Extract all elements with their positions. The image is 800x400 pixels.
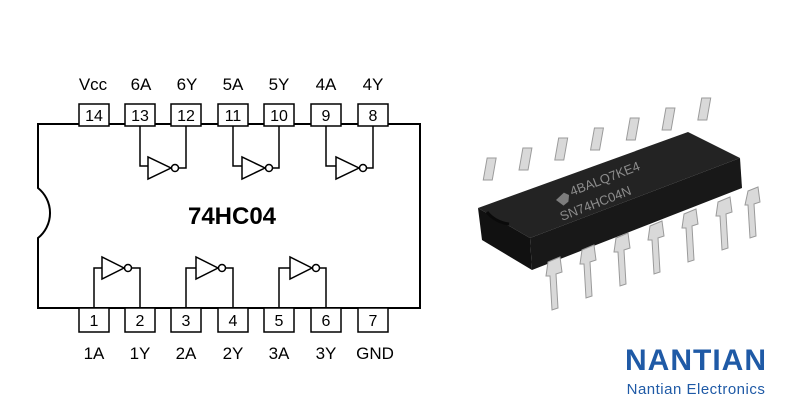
chip-photo: 4BALQ7KE4 SN74HC04N	[478, 97, 761, 311]
pin-number: 4	[229, 313, 238, 330]
pin-number: 12	[177, 108, 195, 125]
pin-number: 7	[369, 313, 378, 330]
pin-11: 5A 11	[217, 75, 249, 127]
chip-body-front	[478, 208, 532, 270]
chip-leads-front	[545, 186, 761, 311]
pin-label: 5A	[223, 75, 244, 94]
pin-label: 4Y	[363, 75, 384, 94]
chip-outline	[37, 123, 421, 309]
top-pins: Vcc 14 6A 13 6Y 12 5A 11 5Y 10 4A 9	[78, 75, 389, 127]
pin-label: GND	[356, 344, 394, 363]
ti-logo	[556, 192, 570, 206]
inverter-gate-3	[278, 255, 327, 308]
inverter-gate-6	[139, 126, 187, 181]
pin-number: 8	[369, 108, 378, 125]
pin-2: 2 1Y	[124, 307, 156, 363]
pin-9: 4A 9	[310, 75, 342, 127]
inverter-gate-2	[185, 255, 234, 308]
inverter-gate-5	[232, 126, 280, 181]
pin-7: 7 GND	[356, 307, 394, 363]
pin-12: 6Y 12	[170, 75, 202, 127]
pin-number: 3	[182, 313, 191, 330]
pin-label: 2Y	[223, 344, 244, 363]
brand-tagline: Nantian Electronics	[627, 381, 766, 398]
chip-notch	[485, 211, 510, 226]
brand-logo: NANTIAN Nantian Electronics	[625, 344, 767, 398]
pin-label: 6Y	[177, 75, 198, 94]
pin-number: 11	[225, 108, 242, 125]
brand-name: NANTIAN	[625, 344, 767, 377]
pin-number: 10	[270, 108, 288, 125]
pin-1: 1 1A	[78, 307, 110, 363]
pin-label: 1A	[84, 344, 105, 363]
chip-leads-back	[482, 97, 712, 181]
chip-body-top	[478, 132, 740, 238]
pin-10: 5Y 10	[263, 75, 295, 127]
pin-label: 3A	[269, 344, 290, 363]
chip-title: 74HC04	[188, 203, 277, 230]
pin-number: 1	[90, 313, 99, 330]
pin-number: 9	[322, 108, 331, 125]
pin-label: 6A	[131, 75, 152, 94]
pin-label: 5Y	[269, 75, 290, 94]
pin-4: 4 2Y	[217, 307, 249, 363]
inverter-gate-1	[93, 255, 141, 308]
pin-label: 2A	[176, 344, 197, 363]
pin-6: 6 3Y	[310, 307, 342, 363]
pin-14: Vcc 14	[78, 75, 110, 127]
pin-number: 2	[136, 313, 145, 330]
pin-8: 4Y 8	[357, 75, 389, 127]
chip-body-side	[530, 158, 742, 270]
pin-3: 3 2A	[170, 307, 202, 363]
pin-label: Vcc	[79, 75, 108, 94]
pin-label: 1Y	[130, 344, 151, 363]
pin-number: 6	[322, 313, 331, 330]
pin-number: 5	[275, 313, 284, 330]
pin-number: 13	[131, 108, 149, 125]
pin-label: 4A	[316, 75, 337, 94]
pin-label: 3Y	[316, 344, 337, 363]
pin-13: 6A 13	[124, 75, 156, 127]
pin-5: 5 3A	[263, 307, 295, 363]
pin-number: 14	[85, 108, 103, 125]
bottom-pins: 1 1A 2 1Y 3 2A 4 2Y 5 3A 6 3Y	[78, 307, 394, 363]
inverter-gate-4	[325, 126, 374, 181]
